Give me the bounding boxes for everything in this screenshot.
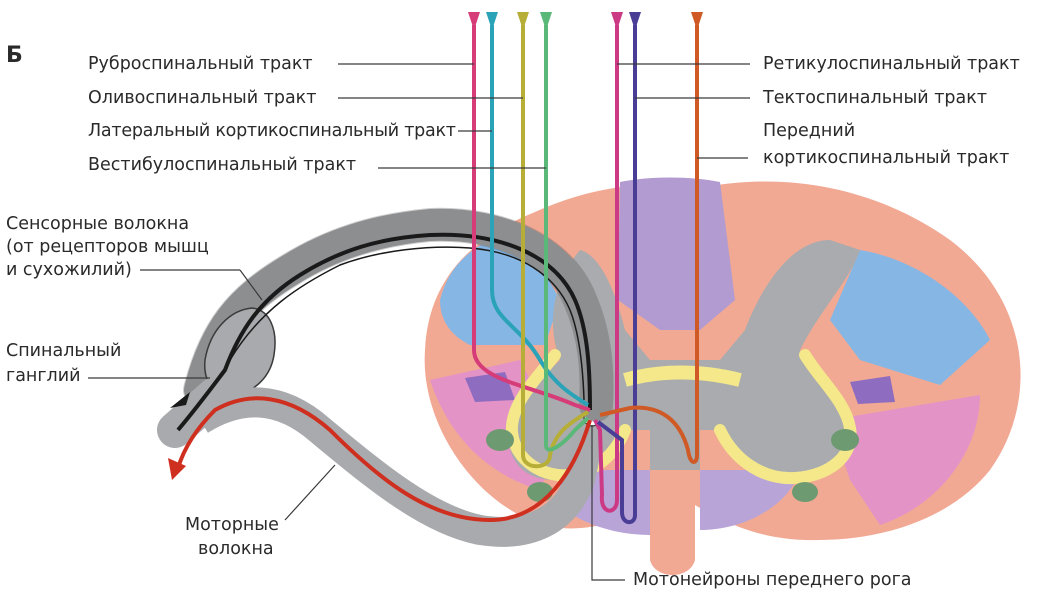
label-olivospinal: Оливоспинальный тракт — [88, 88, 316, 108]
label-vestibulospinal: Вестибулоспинальный тракт — [88, 155, 356, 175]
label-sensory-line3: и сухожилий) — [6, 260, 132, 280]
label-motor-line2: волокна — [198, 539, 274, 559]
tract-anterior-corticospinal-arrow-icon — [691, 12, 703, 30]
label-anterior-corticospinal-line1: Передний — [763, 121, 855, 141]
label-anterior-corticospinal-line2: кортикоспинальный тракт — [763, 148, 1009, 168]
motor-pool-4 — [792, 482, 818, 502]
label-ganglion-line2: ганглий — [6, 366, 81, 386]
label-lateral-corticospinal: Латеральный кортикоспинальный тракт — [88, 121, 456, 141]
tract-tectospinal-arrow-icon — [629, 12, 641, 30]
tract-reticulospinal-arrow-icon — [611, 12, 623, 30]
label-rubrospinal: Руброспинальный тракт — [88, 54, 313, 74]
tract-lateral-corticospinal-arrow-icon — [486, 12, 498, 30]
panel-letter: Б — [6, 43, 23, 68]
motor-pool-1 — [486, 429, 514, 451]
label-sensory-line1: Сенсорные волокна — [6, 214, 189, 234]
motor-pool-3 — [831, 429, 859, 451]
tract-olivospinal-arrow-icon — [517, 12, 529, 30]
label-motoneurons: Мотонейроны переднего рога — [633, 570, 912, 590]
central-canal-region — [625, 373, 740, 381]
label-reticulospinal: Ретикулоспинальный тракт — [763, 54, 1020, 74]
label-sensory-line2: (от рецепторов мышц — [6, 237, 209, 257]
tract-vestibulospinal-arrow-icon — [540, 12, 552, 30]
motor-arrow-icon — [168, 458, 186, 480]
label-motor-line1: Моторные — [185, 515, 279, 535]
motor-pool-2 — [527, 482, 553, 502]
label-ganglion-line1: Спинальный — [6, 341, 121, 361]
label-tectospinal: Тектоспинальный тракт — [762, 88, 987, 108]
tract-rubrospinal-arrow-icon — [468, 12, 480, 30]
